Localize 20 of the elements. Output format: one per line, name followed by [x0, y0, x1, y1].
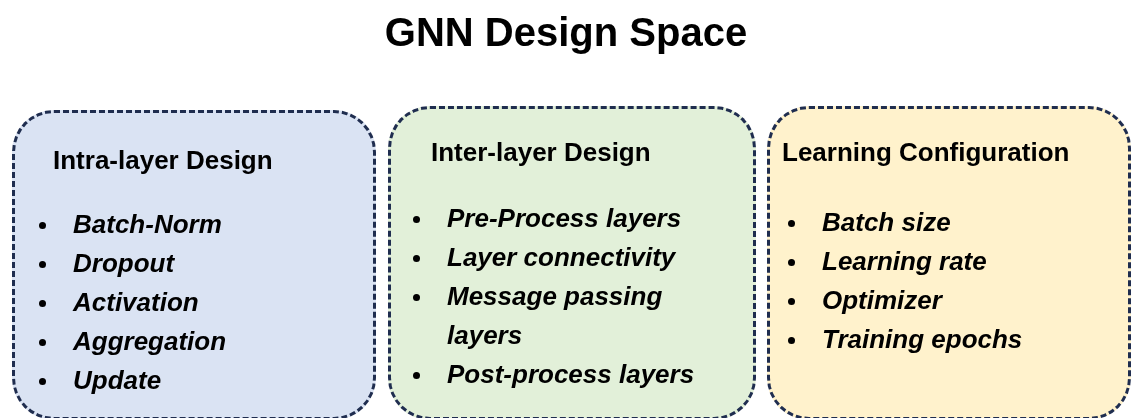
panel-heading: Learning Configuration: [782, 137, 1070, 168]
list-item: Activation: [73, 287, 199, 317]
list-item: Aggregation: [73, 326, 227, 356]
panel-heading: Intra-layer Design: [53, 145, 273, 176]
list-item: Training epochs: [822, 324, 1023, 354]
list-item: Optimizer: [822, 285, 942, 315]
list-item: Pre-Process layers: [447, 203, 682, 233]
list-item: Batch size: [822, 207, 951, 237]
category-panel: [388, 106, 756, 418]
category-panel: [767, 106, 1131, 418]
title: GNN Design Space: [384, 10, 748, 55]
list-item: Post-process layers: [447, 359, 695, 389]
list-item: Dropout: [73, 248, 175, 278]
list-item: Message passing layers: [447, 281, 663, 350]
list-item: Batch-Norm: [73, 209, 222, 239]
category-panel: [12, 110, 376, 418]
list-item: Update: [73, 365, 162, 395]
list-item: Layer connectivity: [447, 242, 676, 272]
panel-heading: Inter-layer Design: [431, 137, 651, 168]
list-item: Learning rate: [822, 246, 987, 276]
